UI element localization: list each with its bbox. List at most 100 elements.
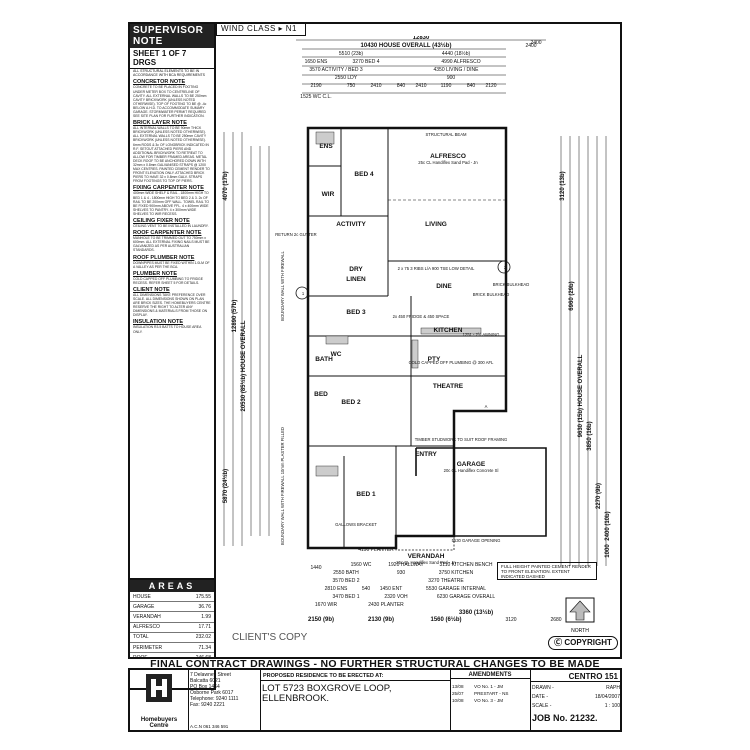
room-sublabel: 25c CL Handiflex Sand Pad - Jn — [396, 560, 456, 565]
bottom-dimension: 4190 PLANTER — [358, 547, 394, 553]
note-body: MANHOLE TO BE TRIMMED OUT TO 750mm x 600… — [133, 236, 210, 253]
note-heading: INSULATION NOTE — [133, 319, 184, 326]
notes-intro: ALL STRUCTURAL ELEMENTS TO BE IN ACCORDA… — [133, 69, 205, 78]
date-value: 18/04/2007 — [594, 694, 620, 700]
plan-annotation: 1 — [302, 291, 305, 296]
plan-annotation: 2 — [504, 265, 507, 270]
bottom-dimension: 1560 WC — [351, 562, 372, 568]
note-body: ALL INTERNAL WALLS TO BE 90mm THICK BRIC… — [133, 126, 210, 184]
left-dimension: 20530 (85½b) HOUSE OVERALL — [240, 320, 247, 411]
plan-annotation: GALLOWS BRACKET — [335, 522, 377, 527]
right-dimension: 6960 (29b) — [569, 281, 575, 310]
plan-annotation: 1251 - 2½ AWNING — [463, 332, 500, 337]
left-dimension: 4070 (17b) — [223, 171, 229, 200]
garage-walls — [415, 447, 547, 537]
company-logo: Homebuyers Centre — [130, 672, 188, 729]
room-label: LIVING — [425, 221, 447, 228]
left-dimension: 12890 (57b) — [232, 300, 238, 333]
model-name: CENTRO 151 — [530, 672, 622, 682]
areas-title: AREAS — [130, 580, 214, 592]
note-body: COLD CAPPED OFF PLUMBING TO FRIDGE RECES… — [133, 276, 203, 285]
area-label: TOTAL — [133, 634, 149, 641]
tb-divider-1 — [188, 670, 189, 732]
bottom-dimension: 3360 (13½b) — [459, 609, 493, 616]
bottom-dimension: 2430 PLANTER — [368, 602, 404, 608]
room-label: LINEN — [346, 276, 366, 283]
bottom-dimension: 2150 (9b) — [308, 617, 334, 623]
address-line: Fax: 9240 2221 — [190, 702, 225, 708]
note-heading: ROOF PLUMBER NOTE — [133, 254, 195, 261]
room-label: BED 4 — [354, 171, 374, 178]
note-heading: ROOF CARPENTER NOTE — [133, 230, 202, 237]
copyright-text: COPYRIGHT — [564, 638, 612, 647]
bottom-dimension: 5530 GARAGE INTERNAL — [426, 586, 486, 592]
room-label: WC — [331, 351, 342, 358]
company-name-1: Homebuyers — [140, 717, 178, 723]
north-label: NORTH — [571, 628, 589, 634]
render-note-box: FULL HEIGHT PAINTED CEMENT RENDER TO FRO… — [497, 562, 597, 580]
plan-annotation: TIMBER STUDWORK TO SUIT ROOF FRAMING — [415, 437, 508, 442]
final-contract-banner: FINAL CONTRACT DRAWINGS - NO FURTHER STR… — [128, 657, 622, 670]
bottom-dimension: 1450 ENT — [380, 586, 403, 592]
bottom-dimension: 1560 (6½b) — [430, 616, 461, 623]
plan-annotation: 5530 GARAGE OPENING — [452, 538, 501, 543]
tb-divider-3 — [450, 670, 451, 732]
project-line-2: ELLENBROOK. — [262, 693, 330, 704]
bottom-dimension: 3570 BED 2 — [333, 578, 360, 584]
note-heading: CLIENT NOTE — [133, 286, 170, 293]
tb-divider-2 — [260, 670, 261, 732]
homebuyers-logo-icon — [146, 674, 172, 702]
area-value: 232.02 — [195, 634, 211, 641]
top-dimension: 3270 BED 4 — [353, 59, 380, 65]
note-body: 400mm WIDE SHELF & RAIL - 1800mm HIGH TO… — [133, 191, 209, 216]
area-label: PERIMETER — [133, 644, 163, 651]
top-dimension: 840 — [397, 83, 406, 89]
room-label: WIR — [322, 191, 335, 198]
bottom-dimension: 2680 — [550, 617, 561, 623]
top-dimension: 1190 — [441, 83, 452, 89]
top-dimension: 2400 — [525, 43, 536, 49]
date-label: DATE - — [532, 694, 549, 700]
bottom-dimension: 2810 ENS — [325, 586, 348, 592]
amendment-date: 25/07 — [452, 691, 464, 696]
copyright-icon: Ⓒ — [554, 638, 563, 647]
top-dimension: 5510 (23b) — [339, 51, 364, 57]
top-dimension: 2550 LDY — [335, 75, 358, 81]
room-label: ENS — [319, 143, 333, 150]
top-dimension-lines — [296, 39, 546, 94]
project-address: LOT 5723 BOXGROVE LOOP, ELLENBROOK. — [262, 684, 450, 704]
top-dimension: 4990 ALFRESCO — [441, 59, 480, 65]
note-heading: CONCRETOR NOTE — [133, 79, 186, 86]
note-heading: CEILING FIXER NOTE — [133, 218, 190, 225]
bottom-dimension: 930 — [397, 570, 406, 576]
room-label: ENTRY — [415, 451, 437, 458]
plan-annotation: BOUNDARY WALL WITH FIREWALL — [280, 251, 285, 321]
plan-annotation: STRUCTURAL BEAM — [425, 132, 467, 137]
fixtures — [315, 131, 482, 477]
left-dimension: 5870 (24½b) — [222, 469, 229, 503]
top-dimension: 2190 — [310, 83, 321, 89]
room-label: THEATRE — [433, 383, 464, 390]
internal-walls — [308, 128, 506, 548]
area-value: 17.71 — [198, 624, 211, 631]
job-value: 21232. — [570, 713, 598, 723]
top-dimension: 2120 — [485, 83, 496, 89]
supervisor-notes: SUPERVISOR NOTE SHEET 1 OF 7 DRGS ALL ST… — [128, 22, 216, 580]
address-line: PO Box 1464 — [190, 684, 220, 690]
room-label: BED — [314, 391, 328, 398]
address-line: 7 Delawney Street — [190, 672, 231, 678]
top-dimension: 10430 HOUSE OVERALL (43½b) — [361, 42, 452, 49]
room-label: BATH — [315, 356, 333, 363]
room-label: VERANDAH — [408, 553, 445, 560]
bottom-dimension: 1440 — [310, 565, 321, 571]
section-marker-2 — [497, 260, 511, 274]
top-dimension: 750 — [347, 83, 356, 89]
bottom-dimension: 2550 BATH — [333, 570, 359, 576]
bottom-dimension: 2130 (9b) — [368, 617, 394, 623]
room-label: BED 1 — [356, 491, 376, 498]
right-dimension-lines — [560, 136, 607, 566]
